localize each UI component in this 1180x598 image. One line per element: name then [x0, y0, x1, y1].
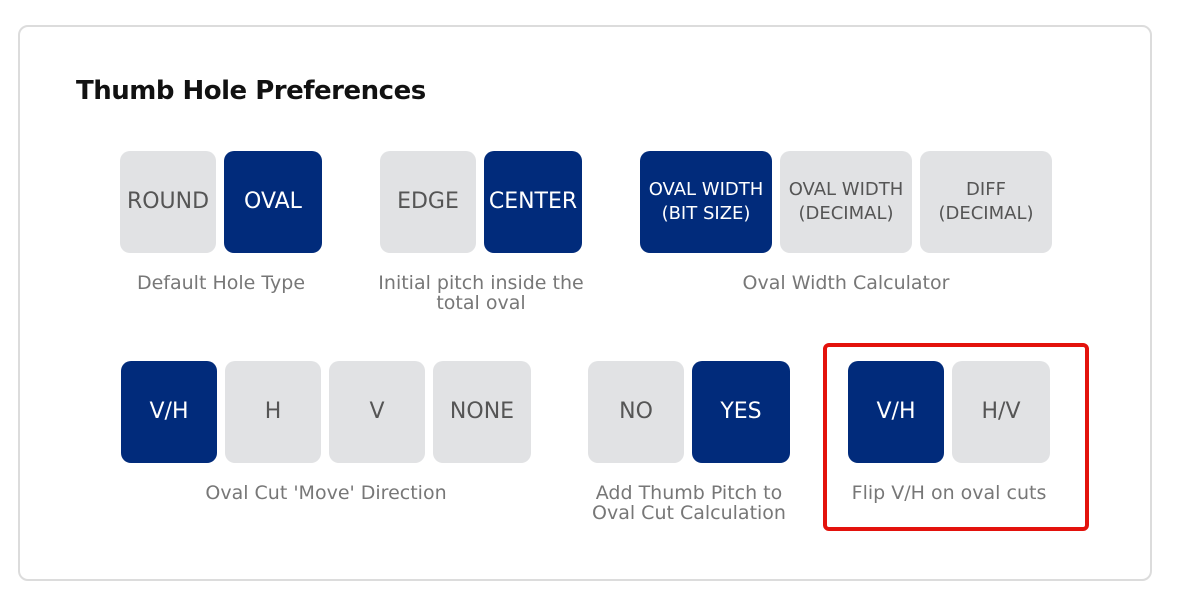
thumb-pitch-no-button[interactable]: NO [588, 361, 684, 463]
oval-width-caption: Oval Width Calculator [742, 272, 950, 294]
oval-width-bit-size-line1: OVAL WIDTH [648, 179, 764, 200]
oval-width-bit-size-line2: (BIT SIZE) [661, 203, 751, 224]
flip-toggle: V/H H/V [848, 361, 1050, 463]
oval-width-bit-size-button[interactable]: OVAL WIDTH (BIT SIZE) [640, 151, 772, 253]
oval-width-toggle: OVAL WIDTH (BIT SIZE) OVAL WIDTH (DECIMA… [640, 151, 1052, 253]
oval-width-decimal-line2: (DECIMAL) [798, 203, 894, 224]
flip-hv-button[interactable]: H/V [952, 361, 1050, 463]
thumb-pitch-toggle: NO YES [588, 361, 790, 463]
diff-decimal-line1: DIFF [966, 179, 1006, 200]
move-direction-v-button[interactable]: V [329, 361, 425, 463]
flip-highlight-frame [823, 343, 1089, 531]
move-direction-vh-button[interactable]: V/H [121, 361, 217, 463]
hole-type-toggle: ROUND OVAL [120, 151, 322, 253]
flip-caption: Flip V/H on oval cuts [851, 482, 1047, 504]
initial-pitch-caption-line2: total oval [436, 292, 526, 314]
flip-vh-button[interactable]: V/H [848, 361, 944, 463]
initial-pitch-caption: Initial pitch inside the total oval [370, 273, 592, 313]
move-direction-toggle: V/H H V NONE [121, 361, 531, 463]
diff-decimal-line2: (DECIMAL) [938, 203, 1034, 224]
move-direction-caption: Oval Cut 'Move' Direction [205, 482, 447, 504]
thumb-pitch-yes-button[interactable]: YES [692, 361, 790, 463]
hole-type-round-button[interactable]: ROUND [120, 151, 216, 253]
initial-pitch-edge-button[interactable]: EDGE [380, 151, 476, 253]
hole-type-caption: Default Hole Type [136, 272, 306, 294]
oval-width-decimal-line1: OVAL WIDTH [788, 179, 904, 200]
initial-pitch-toggle: EDGE CENTER [380, 151, 582, 253]
preferences-card [18, 25, 1152, 581]
diff-decimal-button[interactable]: DIFF (DECIMAL) [920, 151, 1052, 253]
thumb-pitch-caption-line1: Add Thumb Pitch to [595, 482, 783, 504]
move-direction-none-button[interactable]: NONE [433, 361, 531, 463]
move-direction-h-button[interactable]: H [225, 361, 321, 463]
hole-type-oval-button[interactable]: OVAL [224, 151, 322, 253]
initial-pitch-caption-line1: Initial pitch inside the [378, 272, 584, 294]
initial-pitch-center-button[interactable]: CENTER [484, 151, 582, 253]
page-title: Thumb Hole Preferences [76, 76, 426, 106]
oval-width-decimal-button[interactable]: OVAL WIDTH (DECIMAL) [780, 151, 912, 253]
thumb-pitch-caption: Add Thumb Pitch to Oval Cut Calculation [578, 483, 800, 523]
thumb-pitch-caption-line2: Oval Cut Calculation [592, 502, 786, 524]
